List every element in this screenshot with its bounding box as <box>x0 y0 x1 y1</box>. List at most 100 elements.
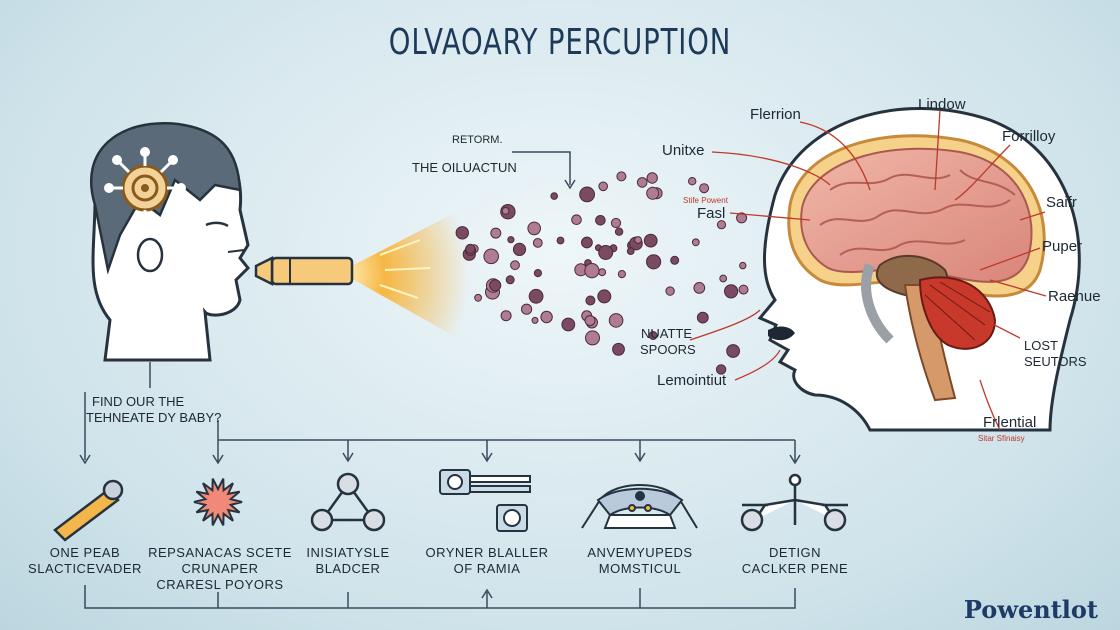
odor-particle <box>455 226 469 240</box>
odor-particle <box>540 310 553 324</box>
label-raenue: Raenue <box>1048 288 1101 305</box>
label-frlential-caption: Sitar Sfinaisy <box>978 434 1025 443</box>
odor-particle <box>716 220 727 230</box>
page-title: OLVAOARY PERCUPTION <box>388 22 732 63</box>
odor-particle <box>634 236 642 244</box>
caption-item-1-line-2: SLACTICEVADER <box>28 561 142 576</box>
label-fasl: Fasl <box>697 205 726 222</box>
odor-particle <box>688 177 697 186</box>
odor-particle <box>646 172 658 184</box>
light-beam <box>340 205 470 345</box>
odor-particle <box>726 344 740 358</box>
nozzle-tube <box>254 255 354 287</box>
label-lost: LOST <box>1024 338 1058 353</box>
odor-particle <box>584 315 596 327</box>
caption-item-6-line-2: CACLKER PENE <box>741 561 849 576</box>
odor-particle <box>648 331 658 340</box>
odor-particle <box>584 263 600 279</box>
odor-particle <box>719 274 728 283</box>
label-unitxe: Unitxe <box>662 142 705 159</box>
caption-item-4: ORYNER BLALLER OF RAMIA <box>412 545 562 577</box>
odor-particle <box>532 238 543 248</box>
caption-item-5-line-1: ANVEMYUPEDS <box>587 545 693 560</box>
odor-particle <box>693 282 706 294</box>
label-seutors: SEUTORS <box>1024 354 1087 369</box>
odor-particle <box>739 261 747 270</box>
label-nuatte: NUATTE <box>641 326 693 341</box>
odor-particle <box>528 288 544 304</box>
odor-particle <box>489 279 502 292</box>
odor-particle <box>595 215 606 226</box>
label-leader-lines <box>689 109 1047 431</box>
label-fasl-caption: Stife Powent <box>683 196 728 205</box>
question-line-1: FIND OUR THE <box>92 394 185 409</box>
clamp-icon <box>740 473 848 532</box>
gear-brain-icon <box>104 147 186 229</box>
label-frlential: Frlential <box>983 414 1037 431</box>
caption-item-2-line-3: CRARESL POYORS <box>156 577 284 592</box>
caption-item-2-line-1: REPSANACAS SCETE <box>148 545 292 560</box>
odor-particle <box>610 217 622 229</box>
odor-particle <box>571 214 582 225</box>
odor-particle <box>626 247 635 256</box>
odor-particle <box>521 303 533 315</box>
odor-particle <box>490 227 502 239</box>
brand-logo: Powentlot <box>963 595 1098 624</box>
caption-item-5-line-2: MOMSTICUL <box>598 561 682 576</box>
flow-lines <box>79 362 801 609</box>
caption-item-3-line-1: INISIATYSLE <box>306 545 390 560</box>
caption-item-2: REPSANACAS SCETE CRUNAPER CRARESL POYORS <box>145 545 295 593</box>
beam-rays <box>379 239 431 299</box>
label-forrilloy: Forrilloy <box>1002 128 1056 145</box>
odor-particles <box>455 171 749 375</box>
odor-particle <box>612 342 625 356</box>
right-head-illustration <box>757 107 1081 432</box>
triangle-molecule-icon <box>310 472 386 532</box>
caption-item-6-line-1: DETIGN <box>768 545 822 560</box>
odor-particle <box>585 295 596 306</box>
note-line-2: THE OILUACTUN <box>412 160 517 175</box>
label-puper: Puper <box>1042 238 1083 255</box>
odor-particle <box>670 255 680 265</box>
odor-particle <box>646 186 660 200</box>
odor-particle <box>696 311 709 324</box>
odor-particle <box>617 270 627 279</box>
odor-particle <box>608 313 624 328</box>
caption-item-2-line-2: CRUNAPER <box>181 561 259 576</box>
label-flerrion: Flerrion <box>750 106 801 123</box>
odor-particle <box>736 212 748 224</box>
odor-particle <box>636 177 648 188</box>
caption-item-1: ONE PEAB SLACTICEVADER <box>20 545 150 577</box>
odor-particle <box>699 183 710 194</box>
odor-particle <box>646 254 662 270</box>
label-spoors: SPOORS <box>640 342 696 357</box>
odor-particle <box>691 238 700 247</box>
caption-item-4-line-2: OF RAMIA <box>453 561 521 576</box>
starburst-icon <box>193 478 243 526</box>
odor-particle <box>724 284 739 299</box>
odor-particle <box>561 317 576 332</box>
odor-particle <box>581 236 593 249</box>
odor-particle <box>598 245 614 260</box>
odor-particle <box>550 192 559 200</box>
label-lindow: Lindow <box>918 96 966 113</box>
odor-particle <box>507 236 515 244</box>
odor-particle <box>533 269 543 278</box>
question-line-2: TEHNEATE DY BABY? <box>86 410 222 425</box>
odor-particle <box>512 242 527 256</box>
sensor-panel-icon <box>439 469 531 532</box>
odor-particle <box>598 268 607 277</box>
odor-particle <box>531 316 539 324</box>
label-saifr: Saifr <box>1046 194 1077 211</box>
odor-particle <box>715 364 727 375</box>
sensor-arch-icon <box>581 484 698 529</box>
odor-particle <box>579 186 595 203</box>
caption-item-3-line-2: BLADCER <box>315 561 381 576</box>
odor-particle <box>614 227 624 236</box>
note-arrow <box>512 151 571 185</box>
odor-particle <box>616 171 627 182</box>
odor-particle <box>474 293 483 302</box>
odor-particle <box>665 286 675 296</box>
odor-particle <box>556 236 565 245</box>
caption-item-5: ANVEMYUPEDS MOMSTICUL <box>565 545 715 577</box>
